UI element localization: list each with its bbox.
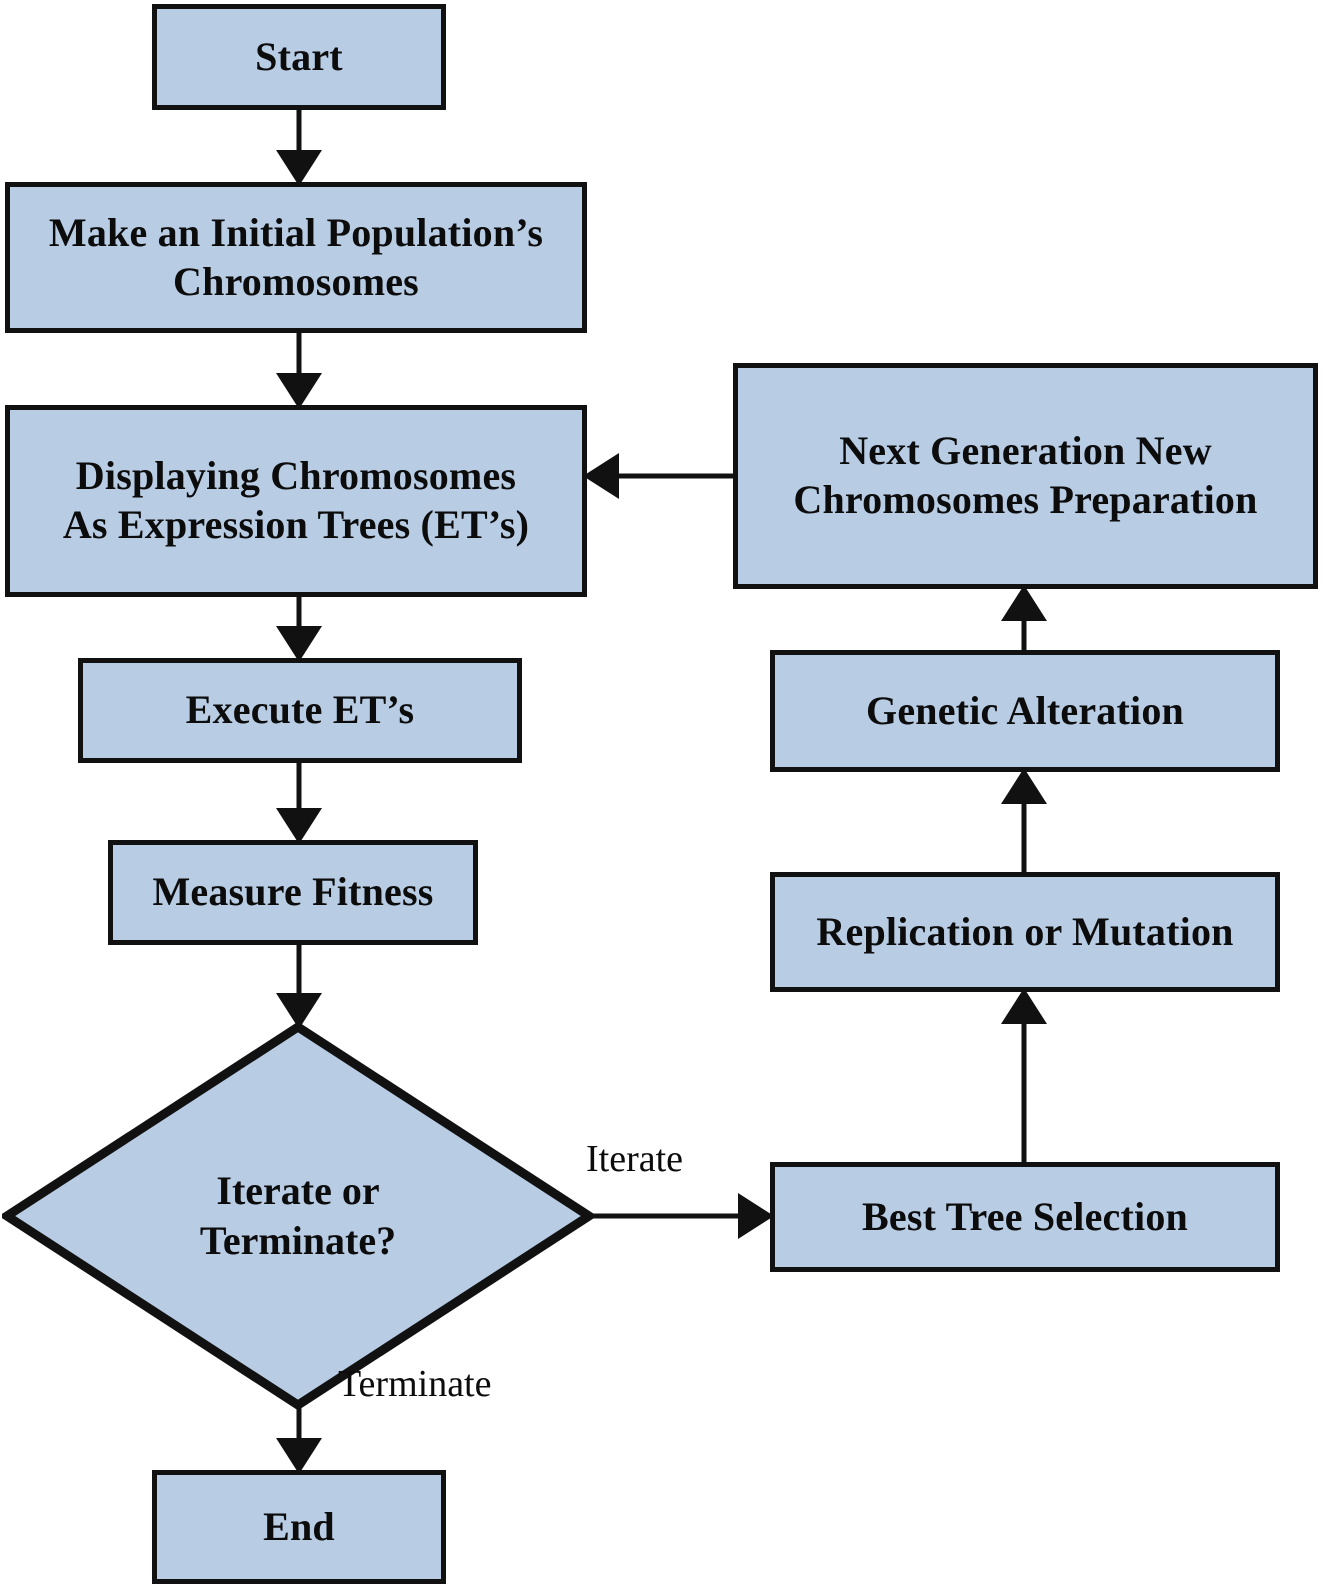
node-genetic-alteration[interactable]: Genetic Alteration	[770, 650, 1280, 772]
edge-label-iterate: Iterate	[586, 1138, 684, 1180]
node-end-label: End	[263, 1503, 335, 1549]
node-best-tree-selection[interactable]: Best Tree Selection	[770, 1162, 1280, 1272]
node-best-tree-selection-label: Best Tree Selection	[862, 1193, 1188, 1239]
edge-label-terminate: Terminate	[338, 1363, 492, 1405]
node-make-initial-population-label: Make an Initial Population’s Chromosomes	[48, 209, 544, 304]
diamond-shape	[2, 1022, 594, 1410]
node-genetic-alteration-label: Genetic Alteration	[866, 687, 1184, 733]
node-end[interactable]: End	[152, 1470, 446, 1584]
node-iterate-or-terminate-label: Iterate or Terminate?	[199, 1168, 397, 1263]
node-displaying-chromosomes-label: Displaying Chromosomes As Expression Tre…	[62, 453, 530, 547]
node-replication-or-mutation[interactable]: Replication or Mutation	[770, 872, 1280, 992]
node-start[interactable]: Start	[152, 4, 446, 110]
node-start-label: Start	[255, 33, 343, 79]
node-iterate-or-terminate[interactable]: Iterate or Terminate?	[2, 1022, 594, 1410]
node-execute-ets-label: Execute ET’s	[185, 687, 415, 733]
node-replication-or-mutation-label: Replication or Mutation	[816, 908, 1234, 954]
node-measure-fitness-label: Measure Fitness	[152, 869, 434, 915]
node-displaying-chromosomes[interactable]: Displaying Chromosomes As Expression Tre…	[5, 405, 587, 597]
node-make-initial-population[interactable]: Make an Initial Population’s Chromosomes	[5, 182, 587, 333]
node-next-generation-preparation[interactable]: Next Generation New Chromosomes Preparat…	[733, 363, 1318, 589]
node-execute-ets[interactable]: Execute ET’s	[78, 658, 522, 763]
node-next-generation-preparation-label: Next Generation New Chromosomes Preparat…	[793, 428, 1258, 522]
node-measure-fitness[interactable]: Measure Fitness	[108, 840, 478, 945]
